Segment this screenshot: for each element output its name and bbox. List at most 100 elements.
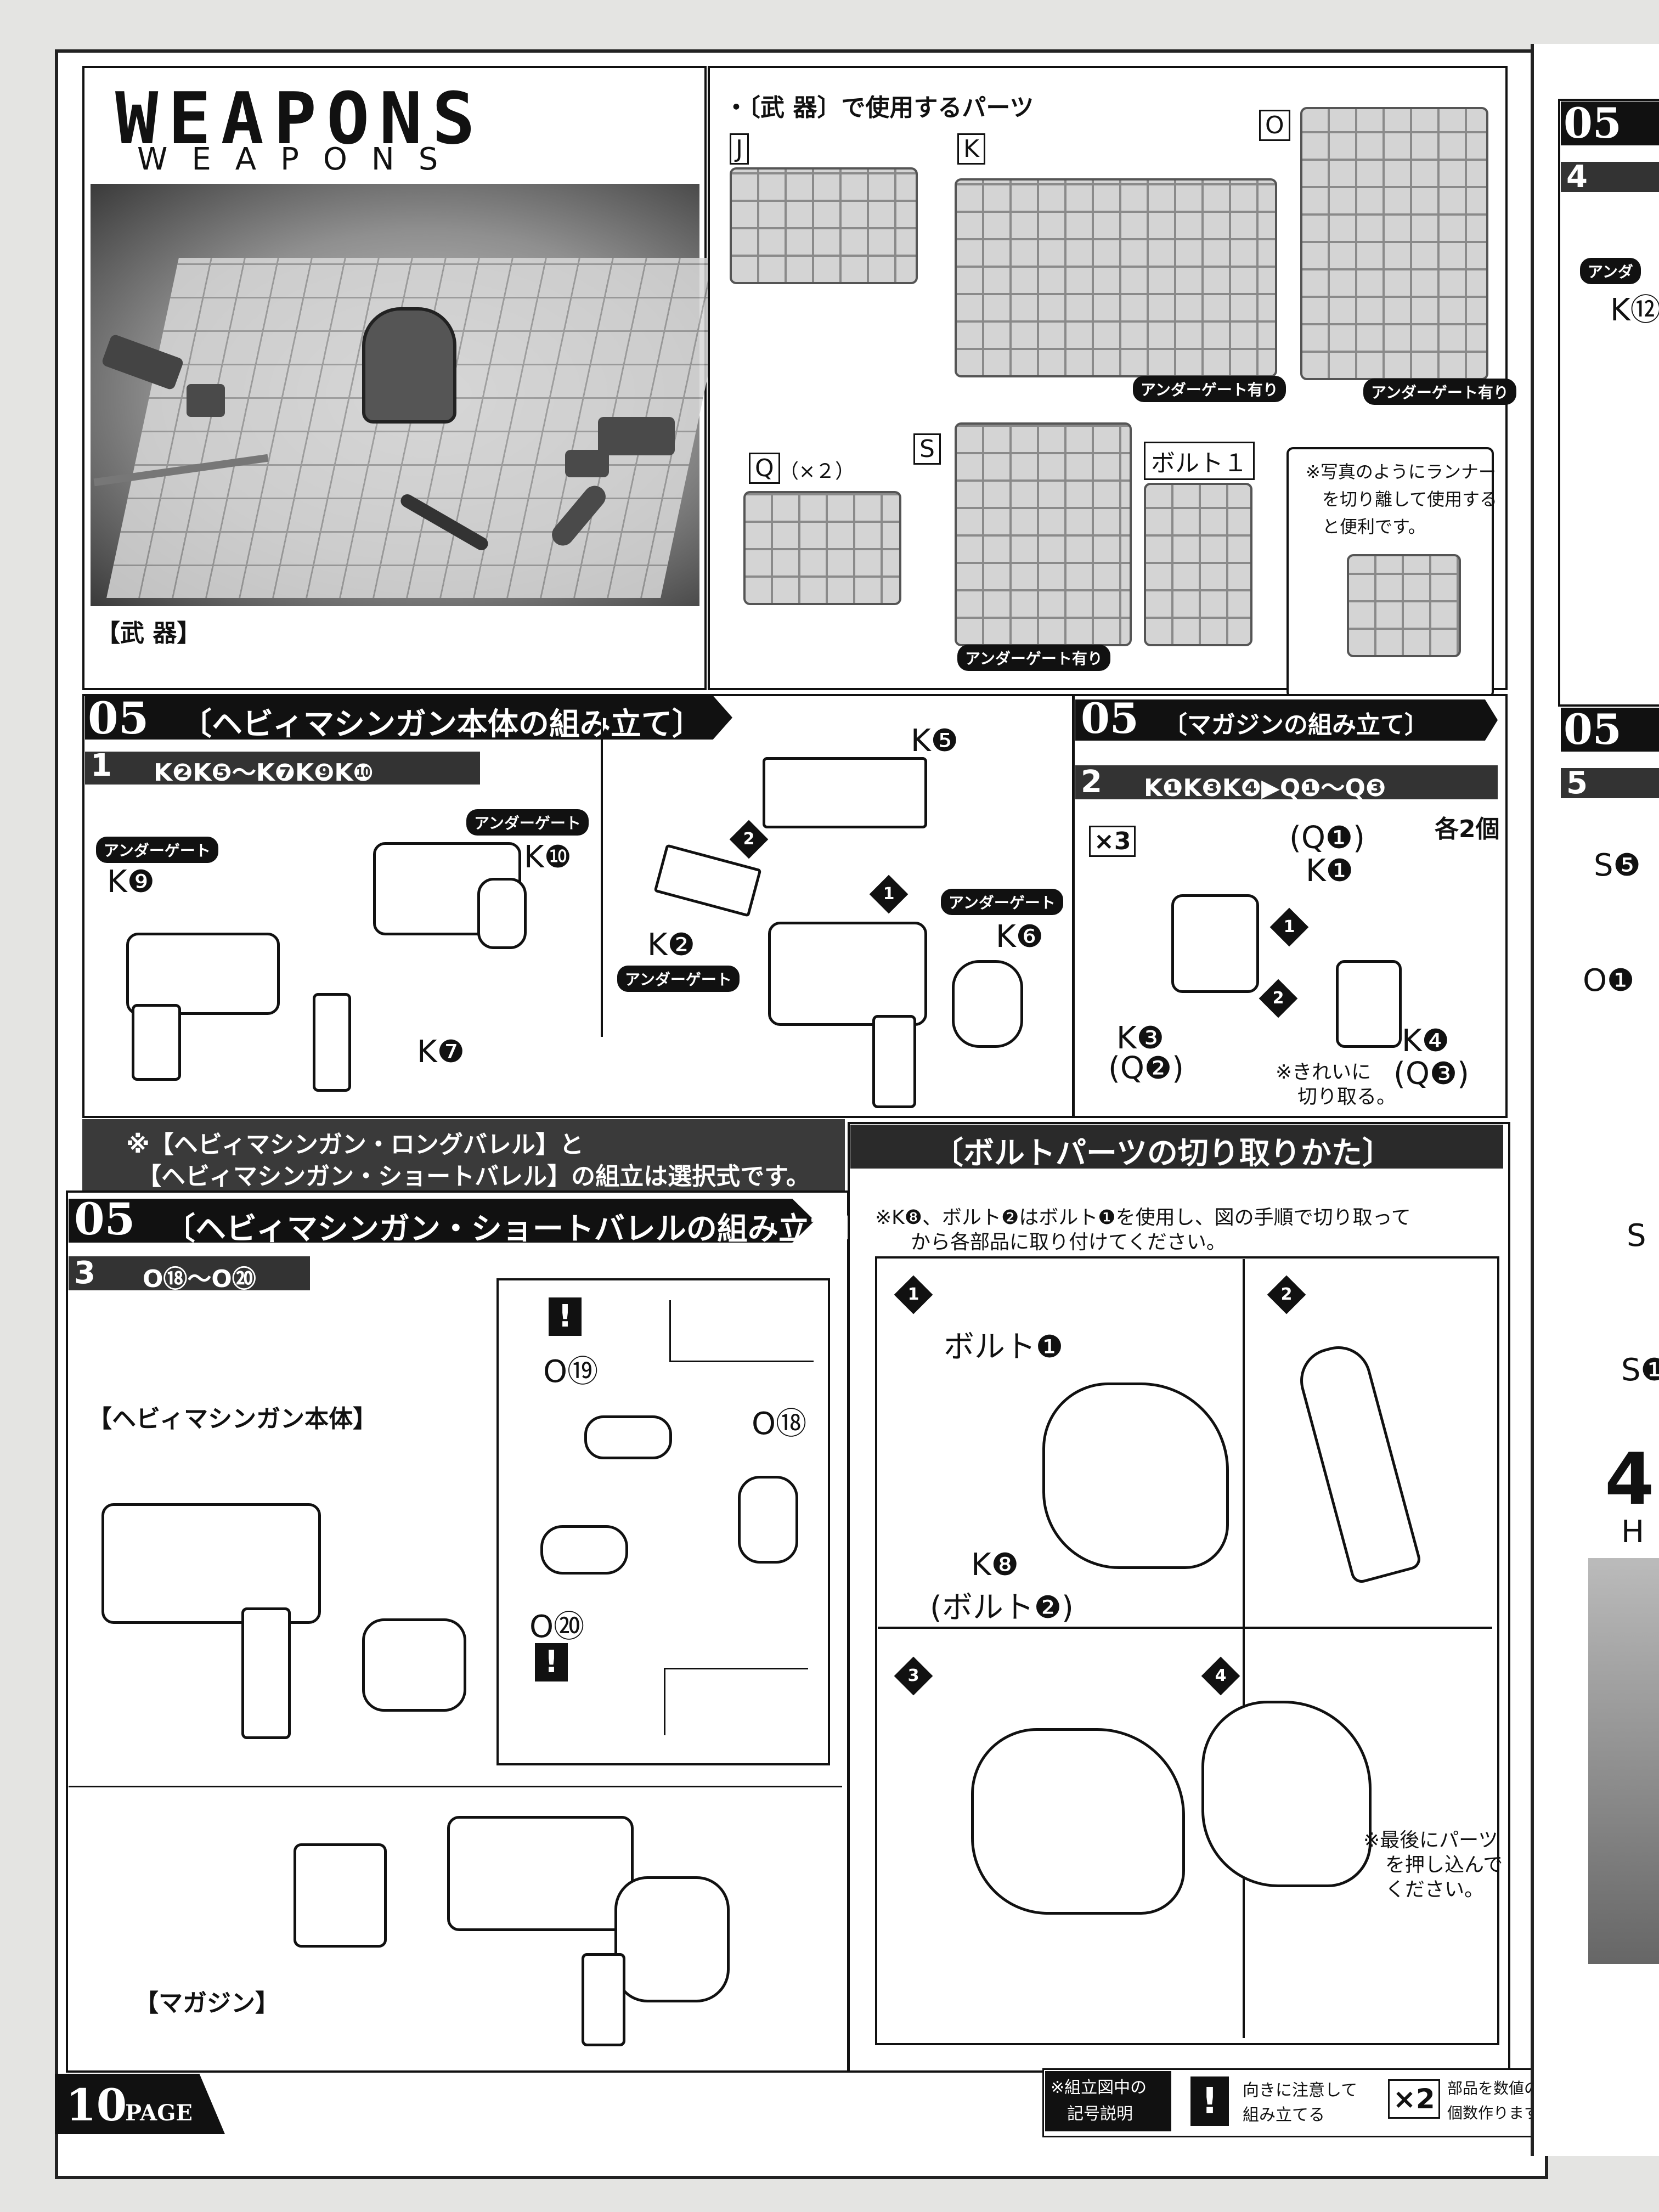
runner-o-label: O: [1259, 110, 1290, 141]
photo-caption: 【武 器】: [96, 619, 201, 647]
runner-s-label: S: [913, 433, 941, 465]
step2-arrow-1: 1: [1269, 907, 1309, 947]
step2-multiplier: ×3: [1089, 826, 1136, 857]
bolt-step-3-marker: 3: [894, 1656, 933, 1696]
step3-gun-grip: [241, 1607, 291, 1739]
gun-body-label: 【ヘビィマシンガン本体】: [88, 1405, 377, 1433]
adjacent-s1: S❶: [1621, 1352, 1659, 1388]
q3-label: (Q❸): [1393, 1056, 1469, 1092]
final-gun-grip: [582, 1953, 625, 2046]
legend-orient-line1: 向きに注意して: [1243, 2081, 1358, 2100]
q1-label: (Q❶): [1289, 820, 1365, 856]
k8-label: K❽: [971, 1547, 1019, 1583]
runner-q-label: Q: [749, 453, 780, 484]
hand-step4: [1201, 1701, 1372, 1887]
page-number-tab: [55, 2074, 225, 2134]
runner-j: [730, 167, 918, 284]
bolt-runner: [1144, 483, 1252, 646]
step1-section-number: 05: [88, 692, 149, 744]
adjacent-photo: [1588, 1558, 1659, 1964]
k2-under-gate: アンダーゲート: [617, 966, 740, 992]
bolt-section-header: [850, 1125, 1503, 1169]
k9-label: K❾: [107, 864, 155, 900]
q2-label: (Q❷): [1108, 1051, 1184, 1086]
final-note-line2: を押し込んで: [1385, 1854, 1503, 1876]
final-gun-barrel: [614, 1876, 730, 2002]
step3-title: 〔ヘビィマシンガン・ショートバレルの組み立て〕: [165, 1211, 871, 1247]
bolt-runner-label: ボルト１: [1144, 442, 1255, 480]
bolt-note-line2: から各部品に取り付けてください。: [911, 1231, 1226, 1254]
runner-k-under-gate: アンダーゲート有り: [1133, 376, 1286, 402]
weapons-subtitle: WEAPONS: [137, 142, 462, 177]
adjacent-section-b: 05: [1564, 705, 1622, 754]
runner-note-line1: ※写真のようにランナー: [1306, 461, 1496, 482]
k7-label: K❼: [417, 1034, 465, 1070]
bolt-step-1-marker: 1: [894, 1275, 933, 1314]
step1-divider: [601, 713, 603, 1037]
k4-label: K❹: [1402, 1023, 1449, 1059]
selection-note-bar: [82, 1119, 845, 1190]
adjacent-s5: S❺: [1594, 848, 1641, 883]
adjacent-s-label: S: [1627, 1218, 1646, 1254]
gun-part-photo-right2: [565, 450, 609, 477]
step3-subheader: [69, 1256, 310, 1290]
magazine-label: 【マガジン】: [134, 1989, 279, 2017]
hand-step1: [1042, 1383, 1229, 1569]
gun-grip-left: [132, 1004, 181, 1081]
adjacent-header-b: [1561, 708, 1659, 752]
runner-note-line2: を切り離して使用する: [1322, 489, 1498, 510]
adjacent-subheader-a: [1561, 162, 1659, 192]
step3-step-number: 3: [74, 1255, 95, 1291]
exclaim-icon-top: !: [549, 1297, 582, 1336]
k10-under-gate: アンダーゲート: [466, 809, 589, 836]
selection-note-line1: ※【ヘビィマシンガン・ロングバレル】と: [126, 1131, 584, 1159]
step2-note-line2: 切り取る。: [1297, 1086, 1397, 1108]
adjacent-section-a: 05: [1564, 99, 1622, 148]
magazine-part: [294, 1843, 387, 1948]
magazine-k4-part: [1336, 960, 1402, 1048]
o18-part: [738, 1476, 798, 1564]
step2-arrow-2-label: 2: [1272, 989, 1284, 1008]
o19-label: O⑲: [543, 1354, 599, 1390]
detail-inset-bottom: [664, 1668, 808, 1735]
runner-k: [955, 178, 1277, 377]
runner-s: [955, 422, 1132, 646]
step1-arrow-2-label: 2: [743, 830, 755, 849]
k10-label: K❿: [524, 839, 572, 875]
step2-panel: [1073, 694, 1508, 1118]
step2-title: 〔マガジンの組み立て〕: [1163, 711, 1429, 739]
bolt-step-1-number: 1: [907, 1285, 919, 1304]
adjacent-step-a: 4: [1566, 159, 1588, 195]
legend-multiply-line2: 個数作ります: [1447, 2104, 1540, 2122]
page-suffix: PAGE: [125, 2100, 193, 2126]
final-note-line3: ください。: [1385, 1878, 1485, 1901]
step2-subheader: [1075, 765, 1498, 799]
k9-under-gate: アンダーゲート: [96, 837, 218, 863]
runner-note-line3: と便利です。: [1322, 516, 1426, 537]
gun-part-photo-small: [187, 384, 225, 417]
cockpit-part: [362, 307, 456, 424]
k6-label: K❻: [996, 919, 1043, 955]
step1-title: 〔ヘビィマシンガン本体の組み立て〕: [181, 707, 703, 742]
bolt-step-4-marker: 4: [1201, 1656, 1240, 1696]
adjacent-h: H: [1621, 1514, 1645, 1550]
legend-intro-line1: ※組立図中の: [1051, 2078, 1147, 2097]
bolt-step-3-number: 3: [907, 1666, 919, 1685]
legend-multiply-line1: 部品を数値の: [1447, 2079, 1540, 2097]
adjacent-big-4: 4: [1605, 1437, 1655, 1521]
exclaim-icon-bottom: !: [535, 1643, 568, 1681]
legend-orient-line2: 組み立てる: [1243, 2106, 1325, 2125]
step1-parts: K❷K❺～K❼K❾K❿: [154, 759, 374, 787]
step2-step-number: 2: [1081, 764, 1102, 800]
adjacent-o1: O❶: [1583, 963, 1635, 998]
final-gun-body: [447, 1816, 634, 1931]
weapons-logo: WEAPONS: [115, 77, 485, 160]
adjacent-header-a: [1561, 101, 1659, 145]
adjacent-step4-panel: [1558, 99, 1659, 707]
step2-count: 各2個: [1435, 815, 1500, 843]
o18-label: O⑱: [752, 1406, 807, 1442]
adjacent-step-b: 5: [1566, 765, 1588, 801]
step2-header: [1075, 699, 1498, 741]
magazine-k3-part: [1171, 894, 1259, 993]
selection-note-line2: 【ヘビィマシンガン・ショートバレル】の組立は選択式です。: [137, 1163, 810, 1190]
